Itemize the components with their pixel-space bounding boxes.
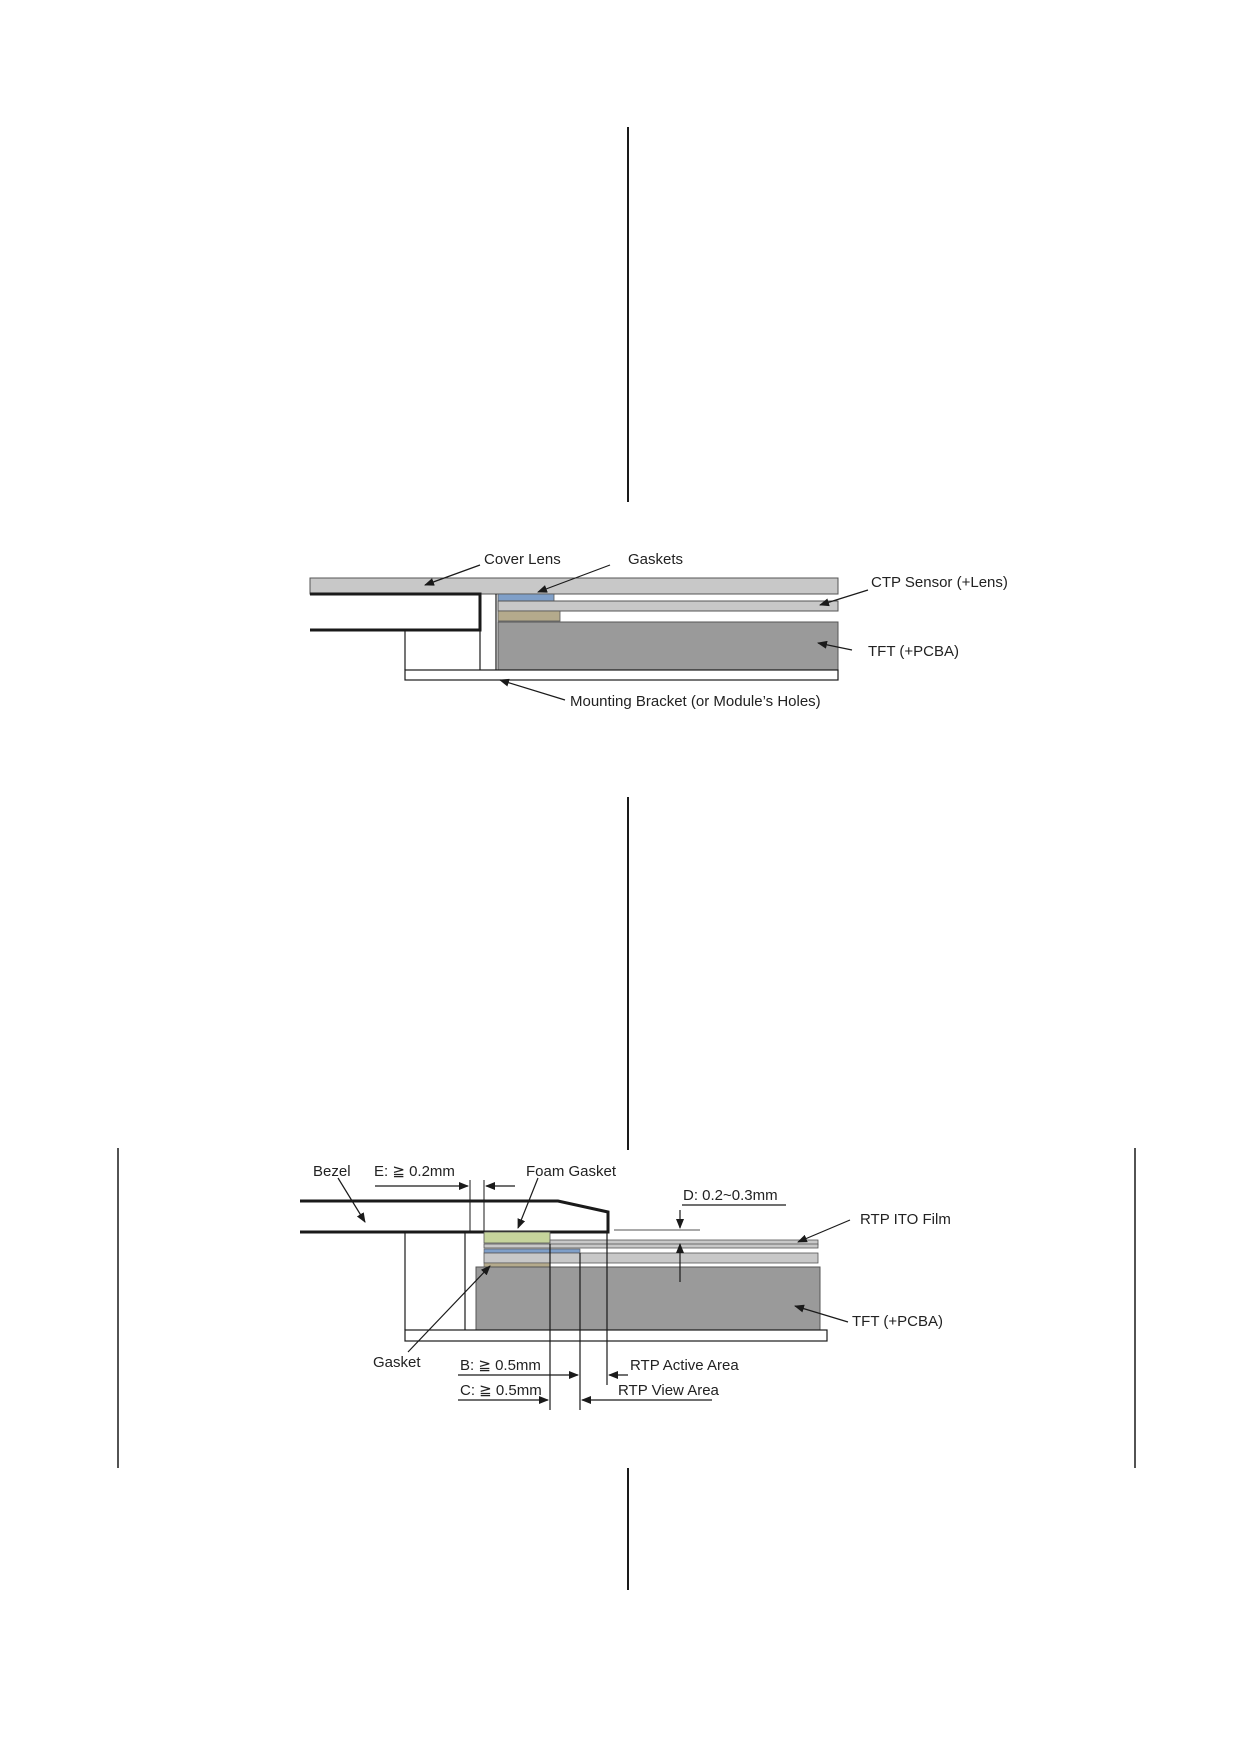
label-gaskets: Gaskets	[628, 551, 683, 568]
tft-layer	[475, 1266, 821, 1331]
rtp-glass-layer	[483, 1252, 819, 1264]
ito-film-leader	[797, 1219, 851, 1243]
label-dim-e: E: ≧ 0.2mm	[374, 1163, 455, 1180]
gasket-leader	[407, 1265, 491, 1353]
label-dim-c: C: ≧ 0.5mm	[460, 1382, 542, 1399]
ctp-sensor-leader	[819, 589, 869, 607]
mounting-bracket	[404, 1329, 828, 1342]
label-rtp-active-area: RTP Active Area	[630, 1357, 739, 1374]
foam-gasket	[483, 1231, 551, 1244]
ctp-sensor-layer	[497, 600, 839, 612]
bracket-leader	[499, 678, 566, 701]
label-rtp-ito-film: RTP ITO Film	[860, 1211, 951, 1228]
tft-layer	[497, 621, 839, 671]
label-tft: TFT (+PCBA)	[852, 1313, 943, 1330]
ctp-stack-diagram: Cover Lens Gaskets CTP Sensor (+Lens) TF…	[309, 551, 1008, 710]
rtp-stack-diagram: Bezel E: ≧ 0.2mm Foam Gasket D: 0.2~0.3m…	[300, 1163, 951, 1410]
gasket-tan	[483, 1262, 551, 1268]
tft-leader	[794, 1304, 849, 1323]
bezel-leader	[337, 1177, 366, 1223]
cover-lens-leader	[424, 564, 481, 586]
mounting-bracket	[404, 669, 839, 681]
foam-gasket-leader	[517, 1177, 539, 1229]
label-gasket: Gasket	[373, 1354, 421, 1371]
cover-lens-layer	[309, 577, 839, 595]
gaskets-leader	[537, 564, 611, 593]
label-rtp-view-area: RTP View Area	[618, 1382, 720, 1399]
label-ctp-sensor: CTP Sensor (+Lens)	[871, 574, 1008, 591]
label-mounting-bracket: Mounting Bracket (or Module’s Holes)	[570, 693, 821, 710]
gasket-blue	[497, 593, 555, 602]
label-tft: TFT (+PCBA)	[868, 643, 959, 660]
housing-side-wall	[404, 1232, 466, 1330]
housing-side-wall	[404, 594, 481, 670]
label-dim-b: B: ≧ 0.5mm	[460, 1357, 541, 1374]
gasket-tan	[497, 610, 561, 622]
label-dim-d: D: 0.2~0.3mm	[683, 1187, 778, 1204]
housing-outline	[310, 592, 482, 632]
bezel-outline	[300, 1199, 610, 1234]
label-bezel: Bezel	[313, 1163, 351, 1180]
label-cover-lens: Cover Lens	[484, 551, 561, 568]
label-foam-gasket: Foam Gasket	[526, 1163, 617, 1180]
rtp-top-layer	[483, 1243, 819, 1249]
tft-leader	[817, 640, 853, 651]
gasket-blue	[483, 1248, 581, 1254]
